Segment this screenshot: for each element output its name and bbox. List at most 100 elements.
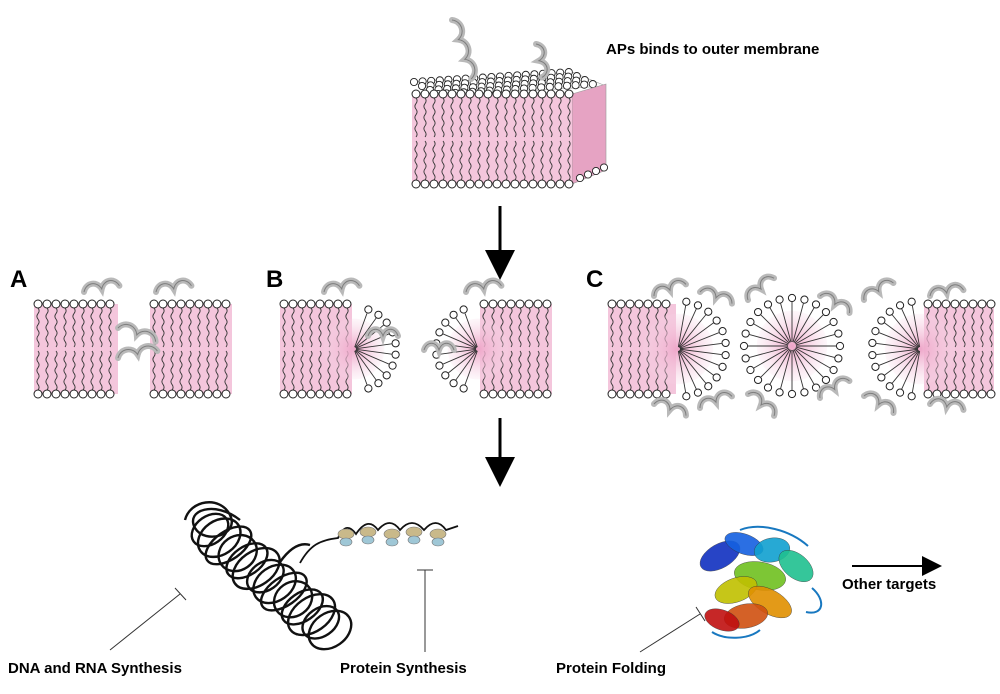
lipid-tail (354, 350, 377, 381)
lipid-head (194, 299, 204, 309)
lipid-head (456, 179, 466, 189)
lipid-head (634, 389, 644, 399)
helix-edge (465, 280, 502, 293)
lipid-head (474, 89, 484, 99)
lipid-tail (878, 332, 919, 349)
lipid-tail (637, 350, 641, 391)
dna-coil (231, 546, 281, 591)
lipid-head (643, 389, 653, 399)
lipid-tail (414, 97, 418, 138)
lipid-head (800, 295, 809, 304)
lipid-tail (309, 307, 313, 348)
lipid-tail (197, 307, 201, 348)
lipid-tail (971, 350, 975, 391)
lipid-tail (522, 97, 526, 138)
lipid-head (391, 339, 400, 348)
lipid-head (459, 305, 468, 314)
lipid-tail (795, 323, 831, 345)
peptide-helix (115, 343, 161, 362)
lipid-tail (760, 348, 790, 378)
lipid-tail (628, 307, 632, 348)
peptide-helix (81, 277, 123, 297)
lipid-tail (753, 323, 789, 345)
lipid-head (465, 89, 475, 99)
lipid-head (564, 89, 574, 99)
lipid-tail (780, 303, 792, 343)
helix-edge (155, 280, 192, 293)
lipid-head (510, 89, 520, 99)
pore-glow (447, 318, 509, 380)
lipid-head (391, 350, 400, 359)
lipid-head (977, 299, 987, 309)
membrane-core (412, 94, 572, 184)
panel-a-barrel-stave (33, 277, 232, 399)
lipid-tail (522, 140, 526, 181)
lipid-tail (769, 307, 791, 343)
helix-edge (863, 279, 894, 301)
lipid-tail (679, 342, 722, 350)
helix-edge (535, 43, 548, 78)
lipid-tail (459, 140, 463, 181)
dna-coil (204, 525, 253, 566)
ribosome-small-subunit (385, 537, 399, 547)
lipid-tail (540, 140, 544, 181)
lipid-head (33, 389, 43, 399)
lipid-head (588, 80, 597, 89)
lipid-tail (901, 308, 920, 348)
lipid-head (506, 389, 516, 399)
lipid-tail (63, 350, 67, 391)
peptide-helix (744, 273, 778, 303)
lipid-head (429, 179, 439, 189)
lipid-tail (45, 350, 49, 391)
lipid-tail (450, 140, 454, 181)
lipid-tail (170, 307, 174, 348)
lipid-tail (509, 350, 513, 391)
lipid-head (497, 299, 507, 309)
helix-edge (746, 276, 775, 301)
lipid-tail (678, 350, 707, 384)
lipid-head (388, 361, 397, 370)
peptide-helix (421, 340, 457, 360)
lipid-head (607, 389, 617, 399)
lipid-head (342, 299, 352, 309)
panel-a-label: A (10, 266, 28, 293)
lipid-tail (567, 140, 571, 181)
lipid-tail (536, 350, 540, 391)
lipid-tail (354, 313, 368, 348)
ribosome (337, 528, 355, 547)
helix-edge (653, 279, 687, 297)
peptide-helix (651, 397, 689, 419)
peptide-helix (463, 277, 505, 297)
lipid-tail (90, 307, 94, 348)
lipid-head (515, 389, 525, 399)
lipid-head (763, 383, 773, 392)
peptide-helix (449, 17, 478, 82)
lipid-head (315, 389, 325, 399)
lipid-tail (509, 307, 513, 348)
protein-helix-segment (778, 549, 814, 583)
dna-coil (183, 501, 241, 538)
lipid-tail (901, 350, 920, 390)
lipid-tail (423, 97, 427, 138)
lipid-tail (414, 140, 418, 181)
lipid-head (149, 389, 159, 399)
lipid-tail (679, 349, 714, 376)
ribosome-small-subunit (407, 535, 421, 545)
lipid-head (420, 179, 430, 189)
lipid-tail (878, 349, 919, 366)
peptide-helix (651, 277, 689, 299)
lipid-head (438, 89, 448, 99)
lipid-tail (953, 350, 957, 391)
lipid-tail (291, 350, 295, 391)
lipid-head (333, 389, 343, 399)
lipid-head (821, 375, 831, 385)
dna-supercoil-drawing (183, 501, 353, 651)
lipid-head (528, 179, 538, 189)
lipid-head (203, 389, 213, 399)
lipid-tail (197, 350, 201, 391)
lipid-tail (567, 97, 571, 138)
lipid-head (661, 299, 671, 309)
lipid-tail (891, 350, 920, 384)
lipid-head (877, 373, 886, 382)
lipid-head (78, 389, 88, 399)
